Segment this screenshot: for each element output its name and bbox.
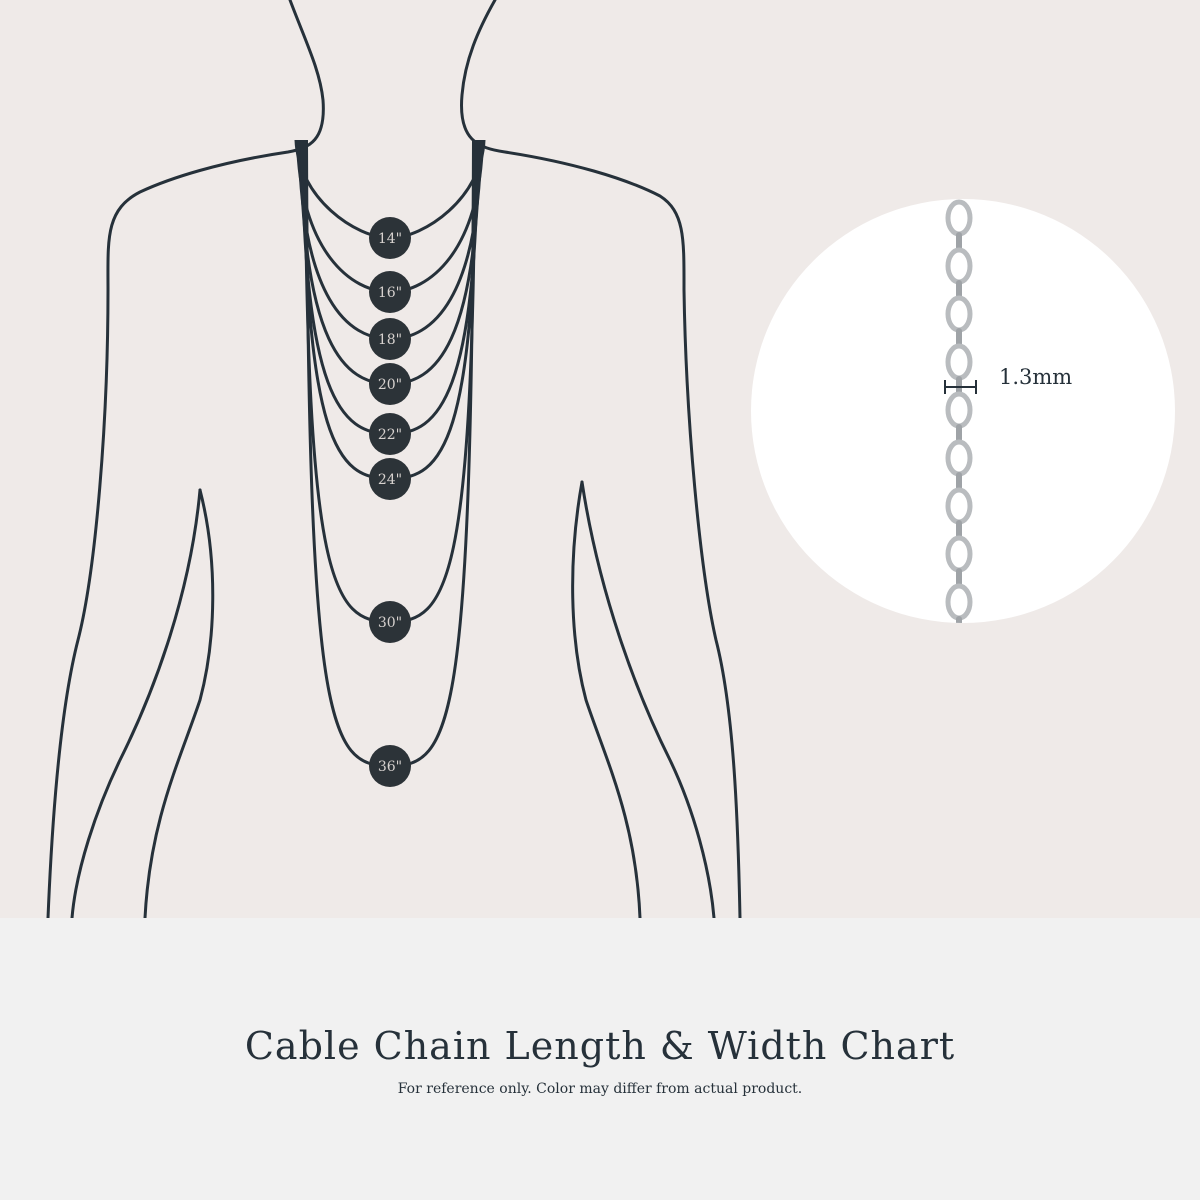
length-label: 20"	[378, 377, 402, 393]
length-badge-14in: 14"	[369, 217, 411, 259]
badge-circle	[369, 318, 411, 360]
chain-link-edge	[956, 472, 962, 492]
length-label: 22"	[378, 427, 402, 443]
badge-circle	[369, 413, 411, 455]
length-label: 30"	[378, 615, 402, 631]
badge-circle	[369, 601, 411, 643]
chain-zoom-detail: 1.3mm	[751, 199, 1175, 623]
arm-gap-right	[571, 480, 642, 918]
length-badge-22in: 22"	[369, 413, 411, 455]
chain-link-edge	[956, 280, 962, 300]
length-badge-24in: 24"	[369, 458, 411, 500]
length-badges: 14" 16" 18" 20" 22" 24" 30" 36"	[369, 217, 411, 787]
arm-gap-left-inner	[70, 488, 202, 918]
footer: Cable Chain Length & Width Chart For ref…	[0, 918, 1200, 1200]
length-label: 24"	[378, 472, 402, 488]
chart-title: Cable Chain Length & Width Chart	[244, 1024, 956, 1068]
length-badge-36in: 36"	[369, 745, 411, 787]
badge-circle	[369, 217, 411, 259]
chain-link-edge	[956, 232, 962, 252]
chain-link-edge	[956, 520, 962, 540]
illustration-canvas: 14" 16" 18" 20" 22" 24" 30" 36" 1.3mm	[46, 0, 1175, 918]
torso-outline-left	[46, 0, 325, 918]
zoom-circle	[751, 199, 1175, 623]
badge-circle	[369, 458, 411, 500]
width-marker	[944, 380, 977, 394]
length-badge-16in: 16"	[369, 271, 411, 313]
length-label: 18"	[378, 332, 402, 348]
chart-disclaimer: For reference only. Color may differ fro…	[397, 1081, 803, 1097]
chain-link-edge	[956, 328, 962, 348]
arm-gap-right-inner	[580, 480, 716, 918]
chain-16in	[296, 139, 484, 294]
body-silhouette	[46, 0, 742, 918]
badge-circle	[369, 271, 411, 313]
badge-circle	[369, 745, 411, 787]
chain-length-illustration: 14" 16" 18" 20" 22" 24" 30" 36" 1.3mm	[46, 0, 1175, 918]
badge-circle	[369, 363, 411, 405]
chain-link-edge	[956, 568, 962, 588]
chain-link-edge	[956, 424, 962, 444]
arm-gap-left	[143, 488, 215, 918]
length-badge-18in: 18"	[369, 318, 411, 360]
chain-link-edge	[956, 616, 962, 623]
torso-outline-right	[460, 0, 742, 918]
length-badge-20in: 20"	[369, 363, 411, 405]
length-badge-30in: 30"	[369, 601, 411, 643]
width-label: 1.3mm	[999, 365, 1072, 389]
length-label: 36"	[378, 759, 402, 775]
length-label: 16"	[378, 285, 402, 301]
length-label: 14"	[378, 231, 402, 247]
